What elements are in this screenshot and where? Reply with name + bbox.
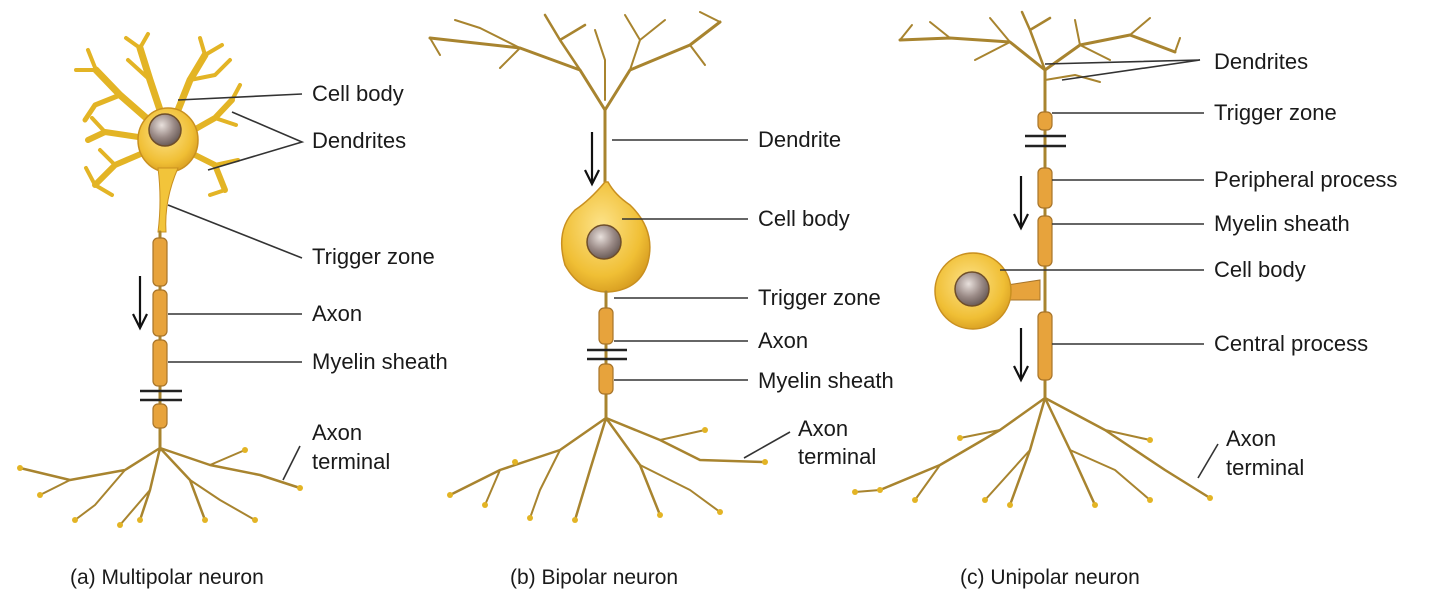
multipolar-myelin-2 [152, 289, 168, 337]
leader-a-dendrites [207, 111, 305, 171]
bipolar-dendrites [428, 11, 722, 187]
unipolar-break-mark [1025, 134, 1066, 148]
label-c-cell-body: Cell body [1214, 257, 1306, 282]
multipolar-axon-hillock [157, 167, 179, 233]
multipolar-nucleus [148, 113, 182, 147]
unipolar-neuron-panel: Dendrites Trigger zone Peripheral proces… [852, 10, 1397, 589]
bipolar-neuron-panel: Dendrite Cell body Trigger zone Axon Mye… [428, 11, 894, 589]
unipolar-direction-arrow-1 [1013, 176, 1029, 231]
bipolar-direction-arrow [584, 132, 600, 187]
label-a-trigger-zone: Trigger zone [312, 244, 435, 269]
multipolar-myelin-4 [152, 403, 168, 429]
label-b-cell-body: Cell body [758, 206, 850, 231]
label-c-myelin-sheath: Myelin sheath [1214, 211, 1350, 236]
unipolar-direction-arrow-2 [1013, 328, 1029, 383]
unipolar-myelin-2 [1037, 215, 1053, 267]
label-c-dendrites: Dendrites [1214, 49, 1308, 74]
multipolar-myelin-3 [152, 339, 168, 387]
leader-c-dendrites [1044, 59, 1201, 81]
label-a-axon-terminal-line1: Axon [312, 420, 362, 445]
label-a-axon-terminal-line2: terminal [312, 449, 390, 474]
unipolar-myelin-1 [1037, 167, 1053, 209]
multipolar-myelin-1 [152, 237, 168, 287]
label-c-trigger-zone: Trigger zone [1214, 100, 1337, 125]
leader-a-axon-terminal [282, 445, 301, 481]
unipolar-nucleus [954, 271, 990, 307]
unipolar-axon-terminals [852, 396, 1213, 508]
caption-a: (a) Multipolar neuron [70, 566, 264, 589]
bipolar-axon-terminals [447, 416, 768, 523]
label-b-trigger-zone: Trigger zone [758, 285, 881, 310]
label-a-myelin-sheath: Myelin sheath [312, 349, 448, 374]
label-a-dendrites: Dendrites [312, 128, 406, 153]
label-a-axon: Axon [312, 301, 362, 326]
bipolar-myelin-2 [598, 363, 614, 395]
leader-a-cell-body [177, 93, 303, 101]
label-c-central-process: Central process [1214, 331, 1368, 356]
unipolar-trigger-segment [1037, 111, 1053, 131]
label-b-axon: Axon [758, 328, 808, 353]
caption-c: (c) Unipolar neuron [960, 566, 1140, 589]
multipolar-dendrites [74, 32, 242, 197]
label-c-axon-terminal-line2: terminal [1226, 455, 1304, 480]
leader-b-axon-terminal [743, 431, 791, 459]
multipolar-axon-terminals [17, 446, 303, 528]
unipolar-myelin-3 [1037, 311, 1053, 381]
multipolar-neuron-panel: Cell body Dendrites Trigger zone Axon My… [17, 32, 448, 589]
label-c-peripheral-process: Peripheral process [1214, 167, 1397, 192]
caption-b: (b) Bipolar neuron [510, 566, 678, 589]
multipolar-break-mark [140, 389, 182, 402]
bipolar-nucleus [586, 224, 622, 260]
label-c-axon-terminal-line1: Axon [1226, 426, 1276, 451]
bipolar-break-mark [587, 348, 627, 361]
unipolar-dendrites [898, 10, 1181, 114]
multipolar-direction-arrow [132, 276, 148, 331]
label-a-cell-body: Cell body [312, 81, 404, 106]
leader-a-trigger-zone [167, 204, 303, 259]
label-b-myelin-sheath: Myelin sheath [758, 368, 894, 393]
label-b-axon-terminal-line2: terminal [798, 444, 876, 469]
leader-c-axon-terminal [1197, 443, 1219, 479]
bipolar-myelin-1 [598, 307, 614, 345]
label-b-axon-terminal-line1: Axon [798, 416, 848, 441]
label-b-dendrite: Dendrite [758, 127, 841, 152]
